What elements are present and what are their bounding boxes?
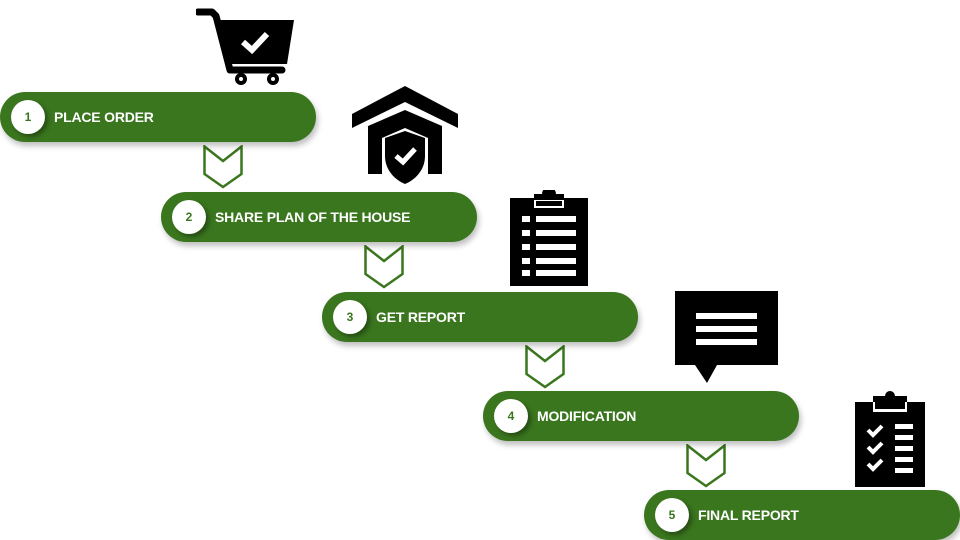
- step-label: MODIFICATION: [537, 408, 637, 424]
- step-5: 5 FINAL REPORT: [644, 490, 960, 540]
- step-number-badge: 3: [333, 300, 367, 334]
- down-chevron-arrow-icon: [364, 245, 404, 289]
- step-2: 2 SHARE PLAN OF THE HOUSE: [161, 192, 477, 242]
- step-label: PLACE ORDER: [54, 109, 154, 125]
- step-number-badge: 1: [11, 100, 45, 134]
- step-label: FINAL REPORT: [698, 507, 799, 523]
- step-3: 3 GET REPORT: [322, 292, 638, 342]
- step-label: SHARE PLAN OF THE HOUSE: [215, 209, 411, 225]
- shopping-cart-check-icon: [196, 8, 294, 85]
- step-number-badge: 5: [655, 498, 689, 532]
- checklist-icon: [855, 391, 925, 487]
- speech-bubble-icon: [675, 291, 778, 383]
- step-number-badge: 2: [172, 200, 206, 234]
- step-label: GET REPORT: [376, 309, 466, 325]
- clipboard-list-icon: [510, 190, 588, 286]
- down-chevron-arrow-icon: [686, 444, 726, 488]
- step-4: 4 MODIFICATION: [483, 391, 799, 441]
- step-1: 1 PLACE ORDER: [0, 92, 316, 142]
- house-shield-icon: [352, 86, 458, 184]
- down-chevron-arrow-icon: [203, 145, 243, 189]
- down-chevron-arrow-icon: [525, 345, 565, 389]
- step-number-badge: 4: [494, 399, 528, 433]
